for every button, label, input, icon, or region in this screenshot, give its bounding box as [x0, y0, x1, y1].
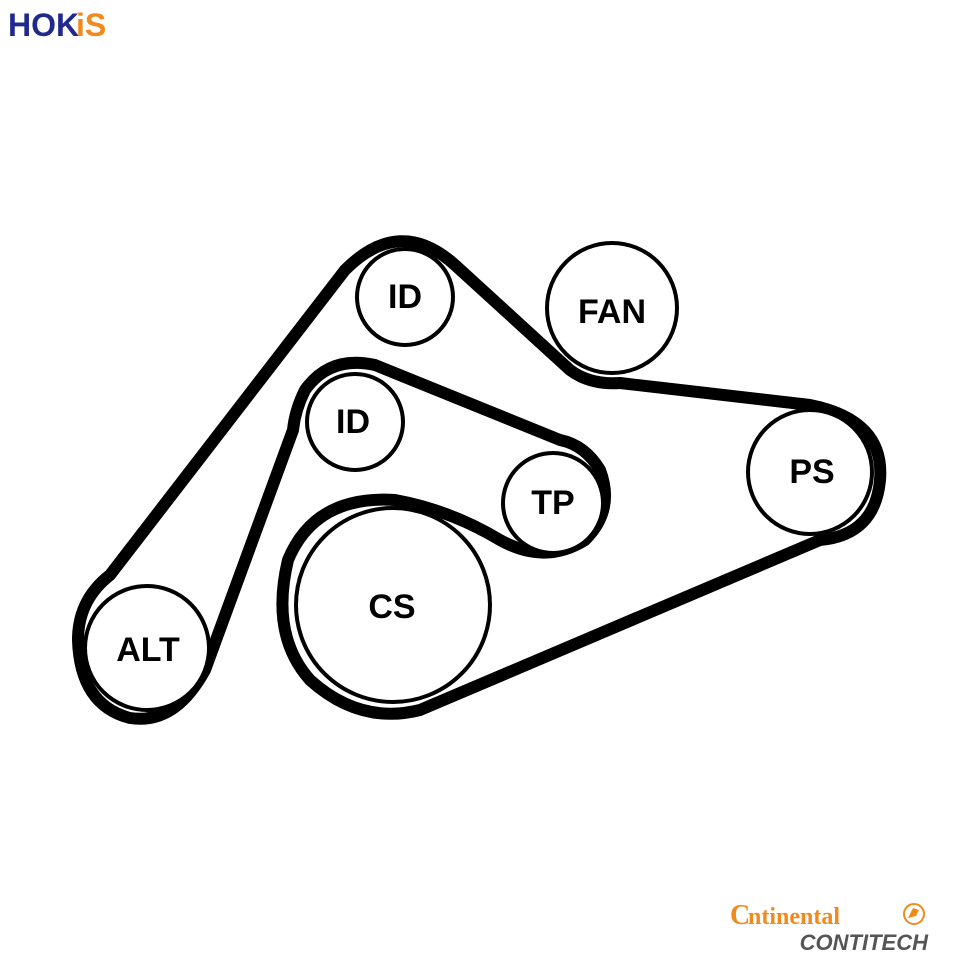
pulley-id-inner [305, 372, 405, 472]
label-id-top: ID [388, 278, 422, 316]
contitech-wordmark: CONTITECH [800, 930, 929, 954]
label-fan: FAN [578, 293, 646, 331]
hokis-logo-text: HOK [8, 7, 79, 43]
pulley-tp [501, 451, 605, 555]
pulley-id-top [355, 247, 455, 347]
label-ps: PS [789, 453, 834, 491]
pulley-alt [83, 584, 211, 712]
continental-c-glyph: C [730, 900, 750, 931]
label-alt: ALT [116, 631, 180, 669]
label-id-inner: ID [336, 403, 370, 441]
pulley-cs [294, 506, 492, 704]
hokis-logo: HOK iS [8, 7, 106, 43]
pulley-ps [746, 408, 874, 536]
horse-emblem-icon [903, 903, 925, 925]
label-tp: TP [531, 484, 574, 522]
continental-wordmark: ntinental [748, 904, 840, 930]
label-cs: CS [368, 588, 415, 626]
hokis-logo-accent: iS [76, 7, 106, 43]
pulley-fan [545, 241, 679, 375]
continental-contitech-logo: C ntinental CONTITECH [730, 900, 929, 954]
